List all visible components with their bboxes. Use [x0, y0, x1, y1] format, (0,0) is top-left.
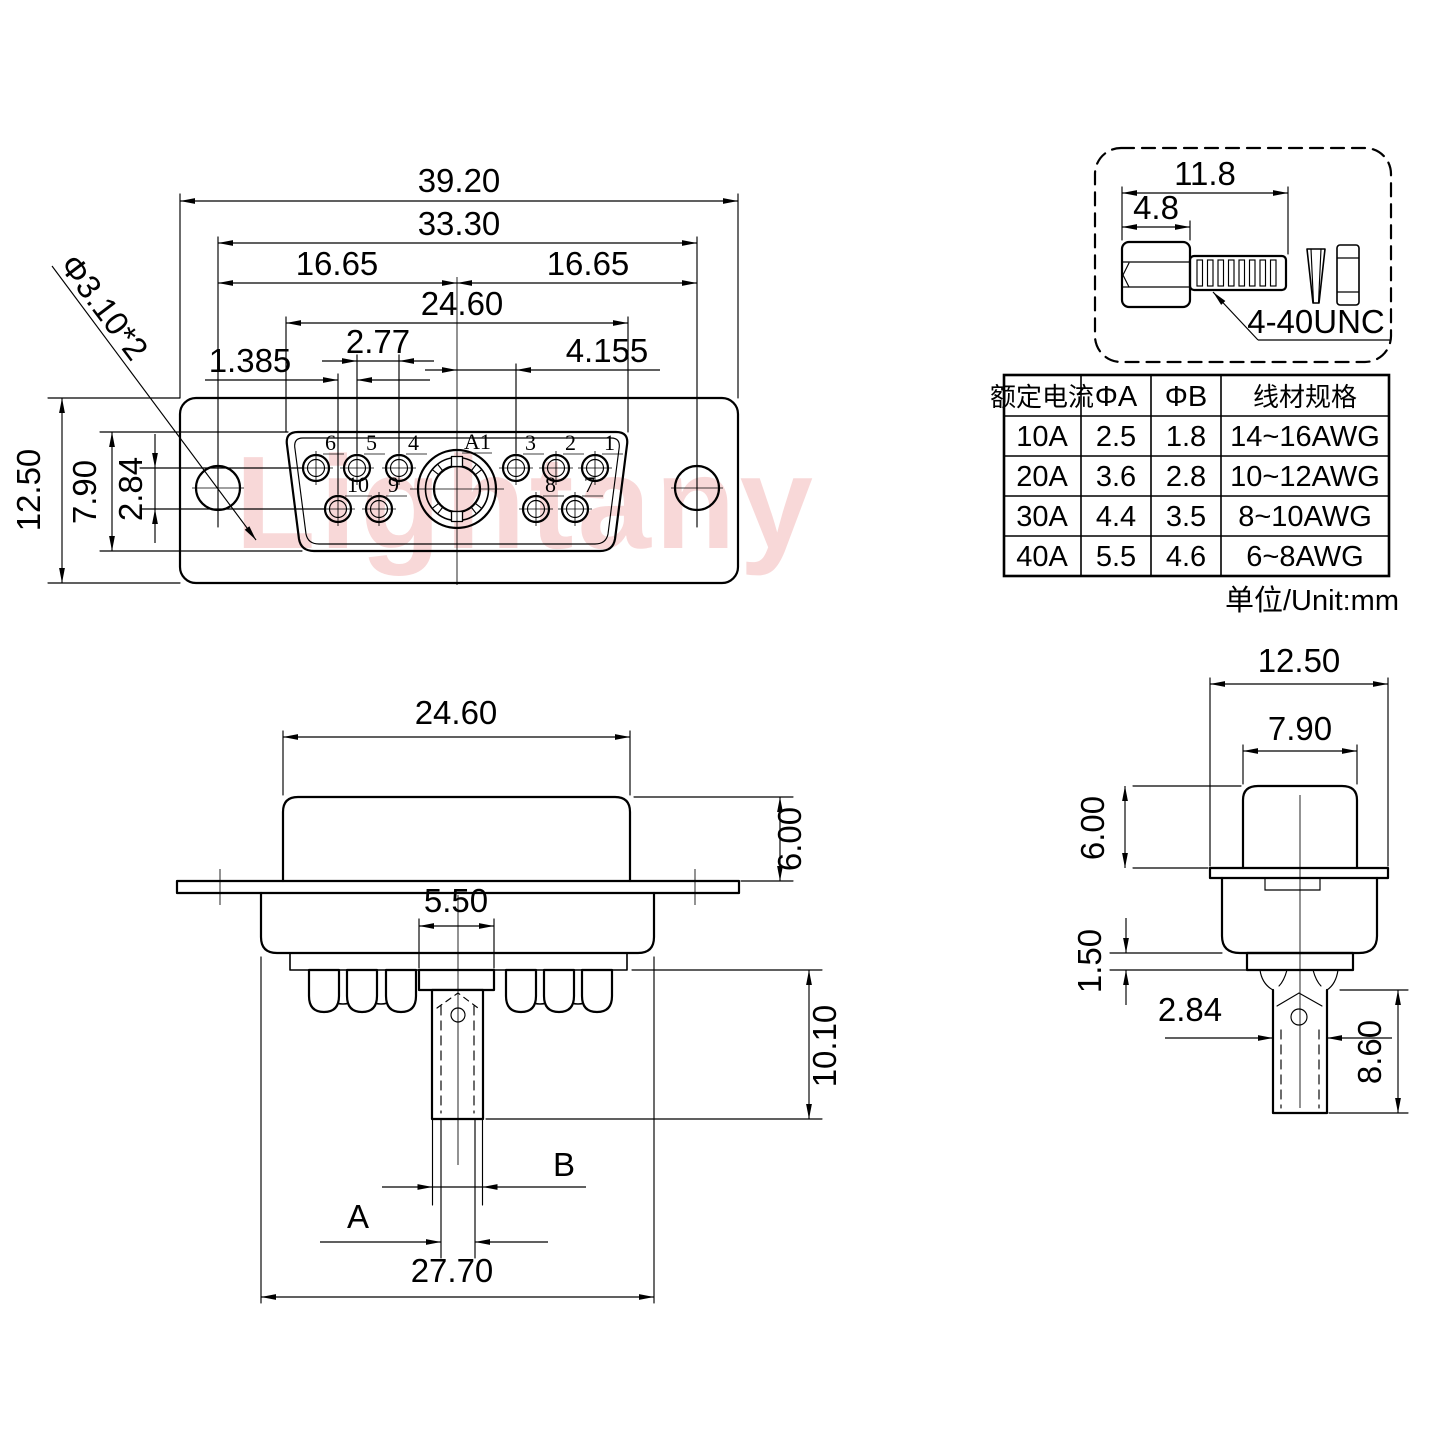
dim-insert-width: 24.60 [421, 285, 504, 322]
dim-row-spacing: 2.84 [112, 457, 149, 521]
insert-inner [294, 437, 620, 545]
dim-half-left: 16.65 [296, 245, 379, 282]
dim-rear-shell-height: 6.00 [771, 807, 808, 871]
table-header-current: 额定电流 [990, 382, 1094, 412]
cell-current-20a: 20A [1016, 461, 1068, 493]
dim-screw-head: 4.8 [1133, 189, 1179, 226]
pin-label-8: 8 [545, 472, 556, 497]
dim-barrel-dia: 2.84 [1158, 991, 1222, 1028]
cell-current-10a: 10A [1016, 421, 1068, 453]
accessory-cone [1306, 248, 1326, 304]
dim-a-label: A [347, 1198, 369, 1235]
cell-dia-a: 2.5 [1096, 421, 1136, 453]
dim-row-offset: 1.385 [209, 342, 292, 379]
side-profile-view: 12.50 7.90 6.00 1.50 [1071, 642, 1409, 1115]
side-barrel-hole [1290, 1008, 1308, 1026]
cell-dia-b: 3.5 [1166, 501, 1206, 533]
dim-rear-overall-width: 27.70 [411, 1252, 494, 1289]
pin-label-2: 2 [565, 430, 576, 455]
accessory-nut [1336, 244, 1360, 306]
dim-b-label: B [553, 1146, 575, 1183]
dim-half-right: 16.65 [547, 245, 630, 282]
dim-screw-length: 11.8 [1174, 155, 1236, 192]
dim-rear-insert-width: 24.60 [415, 694, 498, 731]
cell-dia-b: 4.6 [1166, 541, 1206, 573]
rear-shell [281, 795, 632, 883]
pin-label-5: 5 [366, 430, 377, 455]
dim-coax-spacing: 4.155 [566, 332, 649, 369]
cell-dia-b: 2.8 [1166, 461, 1206, 493]
thumbscrew-head [1120, 240, 1192, 309]
pin-label-10: 10 [347, 472, 369, 497]
rear-view: 24.60 [175, 694, 843, 1304]
cell-dia-b: 1.8 [1166, 421, 1206, 453]
unit-note: 单位/Unit:mm [1225, 584, 1399, 617]
cell-current-30a: 30A [1016, 501, 1068, 533]
insert-outer [285, 430, 629, 553]
cell-dia-a: 5.5 [1096, 541, 1136, 573]
dim-mount-spacing: 33.30 [418, 205, 501, 242]
dim-side-contact-length: 8.60 [1351, 1020, 1388, 1084]
table-row: 20A 3.6 2.8 10~12AWG [1016, 461, 1380, 493]
rear-flange [175, 879, 741, 895]
table-header-wire: 线材规格 [1253, 382, 1357, 412]
cell-wire: 8~10AWG [1238, 501, 1372, 533]
thumbscrew-shaft [1188, 254, 1288, 292]
pin-label-9: 9 [388, 472, 399, 497]
dim-overall-width: 39.20 [418, 162, 501, 199]
coax-tab [417, 968, 496, 992]
cell-wire: 10~12AWG [1230, 461, 1380, 493]
flange-outline [178, 396, 740, 585]
table-row: 30A 4.4 3.5 8~10AWG [1016, 501, 1372, 533]
table-header-dia-b: ΦB [1165, 381, 1207, 413]
cell-current-40a: 40A [1016, 541, 1068, 573]
dim-side-shell-height: 6.00 [1074, 796, 1111, 860]
table-header-dia-a: ΦA [1095, 381, 1138, 413]
insulator-edge [289, 952, 628, 971]
cell-dia-a: 3.6 [1096, 461, 1136, 493]
dim-flange-height: 12.50 [10, 449, 47, 532]
pin-label-1: 1 [604, 430, 615, 455]
table-row: 40A 5.5 4.6 6~8AWG [1016, 541, 1364, 573]
side-flange [1208, 866, 1390, 880]
signal-pins [299, 451, 612, 526]
coax-label-a1: A1 [464, 429, 491, 454]
dim-side-shell-width: 7.90 [1268, 710, 1332, 747]
cell-dia-a: 4.4 [1096, 501, 1136, 533]
thread-spec-label: 4-40UNC [1247, 303, 1385, 340]
pin-label-3: 3 [525, 430, 536, 455]
screw-detail: 11.8 4.8 [1093, 146, 1393, 364]
side-body [1220, 876, 1379, 955]
table-row: 10A 2.5 1.8 14~16AWG [1016, 421, 1380, 453]
dim-side-flange-width: 12.50 [1258, 642, 1341, 679]
pin-label-7: 7 [584, 472, 595, 497]
cell-wire: 6~8AWG [1246, 541, 1363, 573]
dim-pin-pitch: 2.77 [346, 323, 410, 360]
dim-step-height: 1.50 [1071, 929, 1108, 993]
pin-label-6: 6 [325, 430, 336, 455]
spec-table: 额定电流 ΦA ΦB 线材规格 10A 2.5 1.8 14~16AWG 20A… [990, 373, 1399, 617]
side-shell [1241, 784, 1359, 870]
pin-label-4: 4 [408, 430, 419, 455]
pin-labels: 6 5 4 3 2 1 10 9 8 7 A1 [323, 429, 623, 497]
coax-barrel [430, 988, 485, 1121]
side-barrel [1271, 988, 1329, 1115]
solder-cups [307, 968, 614, 1014]
dim-tab-width: 5.50 [424, 882, 488, 919]
dim-insert-height: 7.90 [66, 460, 103, 524]
cell-wire: 14~16AWG [1230, 421, 1380, 453]
dim-mount-hole-dia: Φ3.10*2 [53, 247, 156, 367]
dim-contact-length: 10.10 [806, 1005, 843, 1088]
detail-box [1093, 146, 1393, 364]
